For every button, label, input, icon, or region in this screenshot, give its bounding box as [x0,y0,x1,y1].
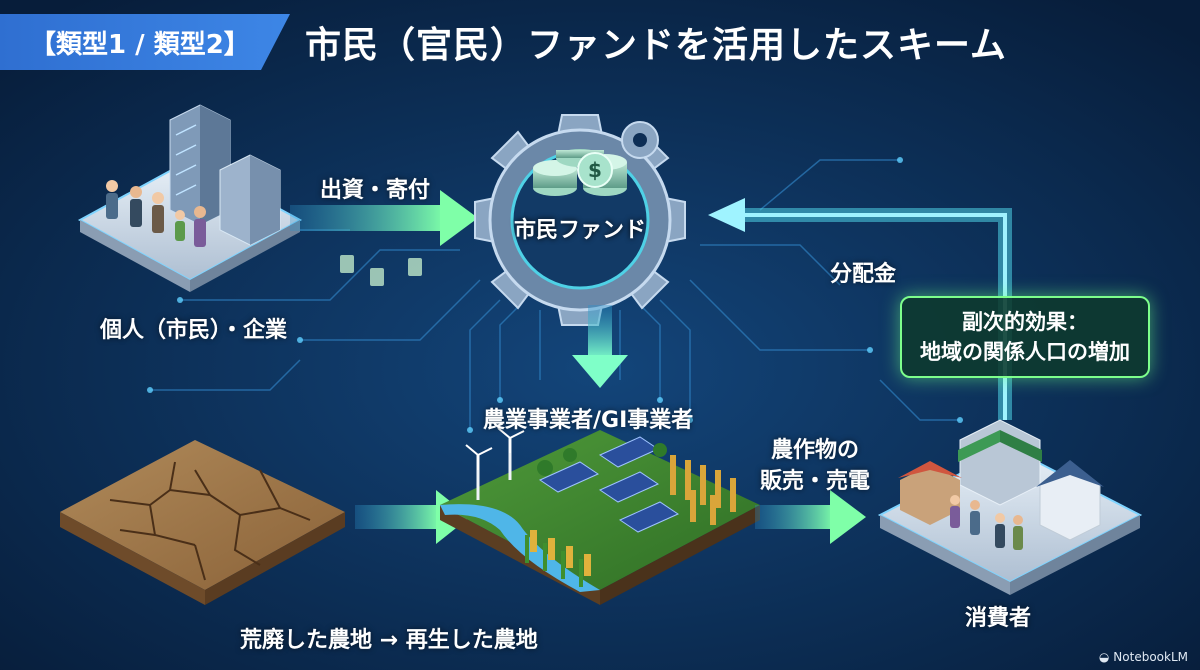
watermark-text: NotebookLM [1113,650,1188,664]
operators-label: 農業事業者/GI事業者 [483,408,694,433]
investment-flow-label: 出資・寄付 [320,178,431,203]
secondary-effect-box: 副次的効果： 地域の関係人口の増加 [900,296,1150,378]
investors-illustration [77,104,422,292]
fund-illustration: $ [474,114,686,326]
land-transition-label: 荒廃した農地 → 再生した農地 [240,628,538,653]
consumers-illustration [877,419,1143,595]
arrow-funding-down [572,305,628,388]
secondary-effect-title: 副次的効果： [962,309,1088,334]
regenerated-farm-illustration [440,427,760,605]
sales-flow-line1: 農作物の [770,438,859,463]
circuit-lines [150,159,960,430]
arrow-sales [755,490,866,544]
notebooklm-icon: ◒ [1098,650,1110,664]
page-title: 市民（官民）ファンドを活用したスキーム [305,25,1007,66]
consumers-label: 消費者 [965,606,1032,631]
svg-text:$: $ [588,158,602,182]
sales-flow-label: 農作物の 販売・売電 [760,436,870,498]
degraded-land-illustration [60,440,345,605]
arrow-investment [290,190,478,246]
title-badge: 【類型1 / 類型2】 [0,14,290,70]
dividend-flow-label: 分配金 [830,262,897,287]
fund-label: 市民ファンド [513,218,646,243]
investors-label: 個人（市民）・企業 [100,318,288,343]
sales-flow-line2: 販売・売電 [760,468,871,494]
secondary-effect-text: 地域の関係人口の増加 [920,340,1130,364]
watermark: ◒ NotebookLM [1099,650,1188,664]
